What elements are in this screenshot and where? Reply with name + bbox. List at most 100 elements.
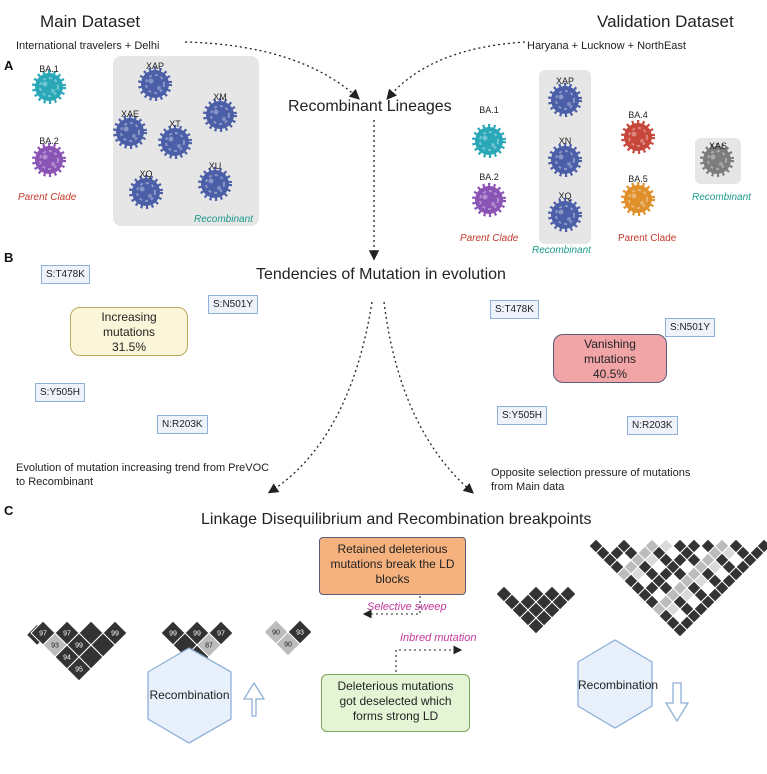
val-ba2-virus-icon bbox=[475, 186, 503, 214]
val-dataset-title: Validation Dataset bbox=[597, 12, 734, 31]
right-mutation-s-n501y: S:N501Y bbox=[665, 318, 716, 337]
increasing-mutations-box: Increasing mutations 31.5% bbox=[70, 307, 188, 356]
inbred-mutation-label: Inbred mutation bbox=[400, 632, 477, 644]
ld-value: 90 bbox=[272, 630, 280, 637]
val-xn-label: XN bbox=[558, 136, 572, 146]
vanishing-mutations-box: Vanishing mutations 40.5% bbox=[553, 334, 667, 383]
vanishing-line3: 40.5% bbox=[592, 367, 628, 381]
section-b-title: Tendencies of Mutation in evolution bbox=[256, 266, 506, 283]
val-ba1-label: BA.1 bbox=[479, 105, 499, 115]
arrow-val-to-recomb bbox=[386, 41, 526, 100]
up-arrow-icon bbox=[242, 681, 266, 717]
ld-cell bbox=[275, 631, 301, 657]
right-note-line2: from Main data bbox=[491, 481, 565, 493]
recombinant-lineages-title: Recombinant Lineages bbox=[288, 98, 452, 115]
increasing-line2: mutations bbox=[102, 325, 156, 339]
left-mutation-s-y505h: S:Y505H bbox=[35, 383, 86, 402]
left-note: Evolution of mutation increasing trend f… bbox=[16, 461, 276, 489]
arrow-b-right bbox=[383, 301, 474, 494]
val-xap-virus-icon bbox=[551, 86, 579, 114]
ld-heatmap-4 bbox=[495, 585, 577, 635]
green-line1: Deleterious mutations bbox=[337, 679, 454, 693]
left-mutation-n-r203k: N:R203K bbox=[157, 415, 208, 434]
main-dataset-sub: International travelers + Delhi bbox=[16, 40, 160, 52]
section-c-title: Linkage Disequilibrium and Recombination… bbox=[201, 511, 592, 528]
val-recombinant-caption: Recombinant bbox=[532, 245, 591, 256]
xq-virus-icon bbox=[132, 178, 160, 206]
vanishing-line2: mutations bbox=[583, 352, 637, 366]
recombination-hexagon-left bbox=[147, 647, 232, 744]
arrow-main-to-recomb bbox=[184, 41, 360, 100]
val-xq-label: XQ bbox=[558, 191, 572, 201]
increasing-line1: Increasing bbox=[101, 310, 157, 324]
xt-label: XT bbox=[169, 119, 181, 129]
xu-virus-icon bbox=[201, 170, 229, 198]
orange-line2: mutations break the LD bbox=[330, 557, 455, 571]
val-xq-virus-icon bbox=[551, 201, 579, 229]
left-note-line2: to Recombinant bbox=[16, 476, 94, 488]
ld-value: 90 bbox=[284, 642, 292, 649]
main-recombinant-caption: Recombinant bbox=[194, 214, 253, 225]
ld-value: 87 bbox=[205, 643, 213, 650]
val-dataset-sub: Haryana + Lucknow + NorthEast bbox=[527, 40, 686, 52]
ba1-virus-icon bbox=[35, 73, 63, 101]
ld-value: 93 bbox=[296, 630, 304, 637]
arrow-b-left bbox=[267, 301, 373, 494]
ld-cell bbox=[66, 656, 92, 682]
left-mutation-s-n501y: S:N501Y bbox=[208, 295, 259, 314]
right-note-line1: Opposite selection pressure of mutations bbox=[491, 467, 691, 479]
xas-caption: Recombinant bbox=[692, 192, 751, 203]
recombination-right-label: Recombination bbox=[578, 678, 659, 692]
val-parent2-caption: Parent Clade bbox=[618, 233, 677, 244]
xu-label: XU bbox=[208, 161, 222, 171]
right-mutation-n-r203k: N:R203K bbox=[627, 416, 678, 435]
main-parent-caption: Parent Clade bbox=[18, 192, 77, 203]
val-ba2-label: BA.2 bbox=[479, 172, 499, 182]
ba5-virus-icon bbox=[624, 185, 652, 213]
ba2-virus-icon bbox=[35, 146, 63, 174]
ld-value: 94 bbox=[63, 655, 71, 662]
xae-virus-icon bbox=[116, 118, 144, 146]
ld-value: 99 bbox=[111, 631, 119, 638]
left-mutation-s-t478k: S:T478K bbox=[41, 265, 90, 284]
down-arrow-icon bbox=[664, 682, 690, 723]
xq-label: XQ bbox=[139, 169, 153, 179]
xae-label: XAE bbox=[120, 109, 139, 119]
green-line3: forms strong LD bbox=[352, 709, 439, 723]
vanishing-line1: Vanishing bbox=[584, 337, 636, 351]
right-mutation-s-y505h: S:Y505H bbox=[497, 406, 548, 425]
ld-value: 97 bbox=[39, 631, 47, 638]
increasing-line3: 31.5% bbox=[111, 340, 147, 354]
ba2-label: BA.2 bbox=[39, 136, 59, 146]
ba4-label: BA.4 bbox=[628, 110, 648, 120]
ld-cell bbox=[672, 622, 688, 638]
ba5-label: BA.5 bbox=[628, 174, 648, 184]
xt-virus-icon bbox=[161, 128, 189, 156]
ba1-label: BA.1 bbox=[39, 64, 59, 74]
xm-virus-icon bbox=[206, 101, 234, 129]
section-c-label: C bbox=[4, 503, 14, 518]
ld-value: 97 bbox=[217, 631, 225, 638]
right-note: Opposite selection pressure of mutations… bbox=[491, 466, 751, 494]
val-xn-virus-icon bbox=[551, 146, 579, 174]
xap-virus-icon bbox=[141, 70, 169, 98]
recombination-hexagon-right bbox=[577, 639, 653, 729]
arrow-selective-sweep bbox=[362, 596, 421, 619]
xas-label: XAS bbox=[708, 141, 727, 151]
xap-label: XAP bbox=[145, 61, 164, 71]
left-note-line1: Evolution of mutation increasing trend f… bbox=[16, 462, 270, 474]
section-a-label: A bbox=[4, 58, 14, 73]
ld-value: 97 bbox=[63, 631, 71, 638]
recombination-left-label: Recombination bbox=[149, 688, 230, 702]
xm-label: XM bbox=[213, 92, 227, 102]
ld-cell bbox=[527, 617, 545, 635]
green-line2: got deselected which bbox=[339, 694, 452, 708]
ld-value: 99 bbox=[75, 643, 83, 650]
ld-value: 93 bbox=[51, 643, 59, 650]
ba4-virus-icon bbox=[624, 123, 652, 151]
ld-value: 99 bbox=[169, 631, 177, 638]
main-dataset-title: Main Dataset bbox=[40, 12, 141, 31]
deleterious-deselected-box: Deleterious mutations got deselected whi… bbox=[321, 674, 470, 732]
